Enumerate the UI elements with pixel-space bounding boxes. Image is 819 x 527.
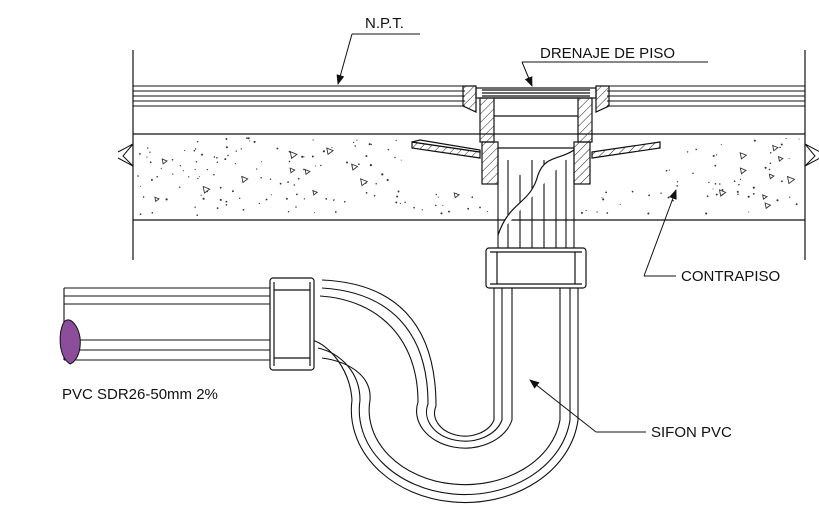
subfloor-slab [117, 133, 819, 221]
pipe-cut-end [59, 319, 81, 365]
tailpiece-pipe [497, 148, 575, 250]
outlet-slip-nut [269, 277, 315, 371]
concrete-aggregate [137, 137, 800, 217]
label-floor-drain: DRENAJE DE PISO [540, 45, 675, 62]
label-npt: N.P.T. [365, 15, 404, 32]
slip-nut-coupling [485, 247, 587, 289]
label-trap: SIFON PVC [651, 424, 732, 441]
label-subfloor: CONTRAPISO [681, 268, 780, 285]
leader-lines [336, 33, 708, 433]
label-pipe-spec: PVC SDR26-50mm 2% [62, 386, 218, 403]
floor-drain [411, 85, 661, 185]
section-outline [132, 50, 806, 260]
outlet-pipe [63, 287, 272, 361]
p-trap [311, 279, 579, 504]
